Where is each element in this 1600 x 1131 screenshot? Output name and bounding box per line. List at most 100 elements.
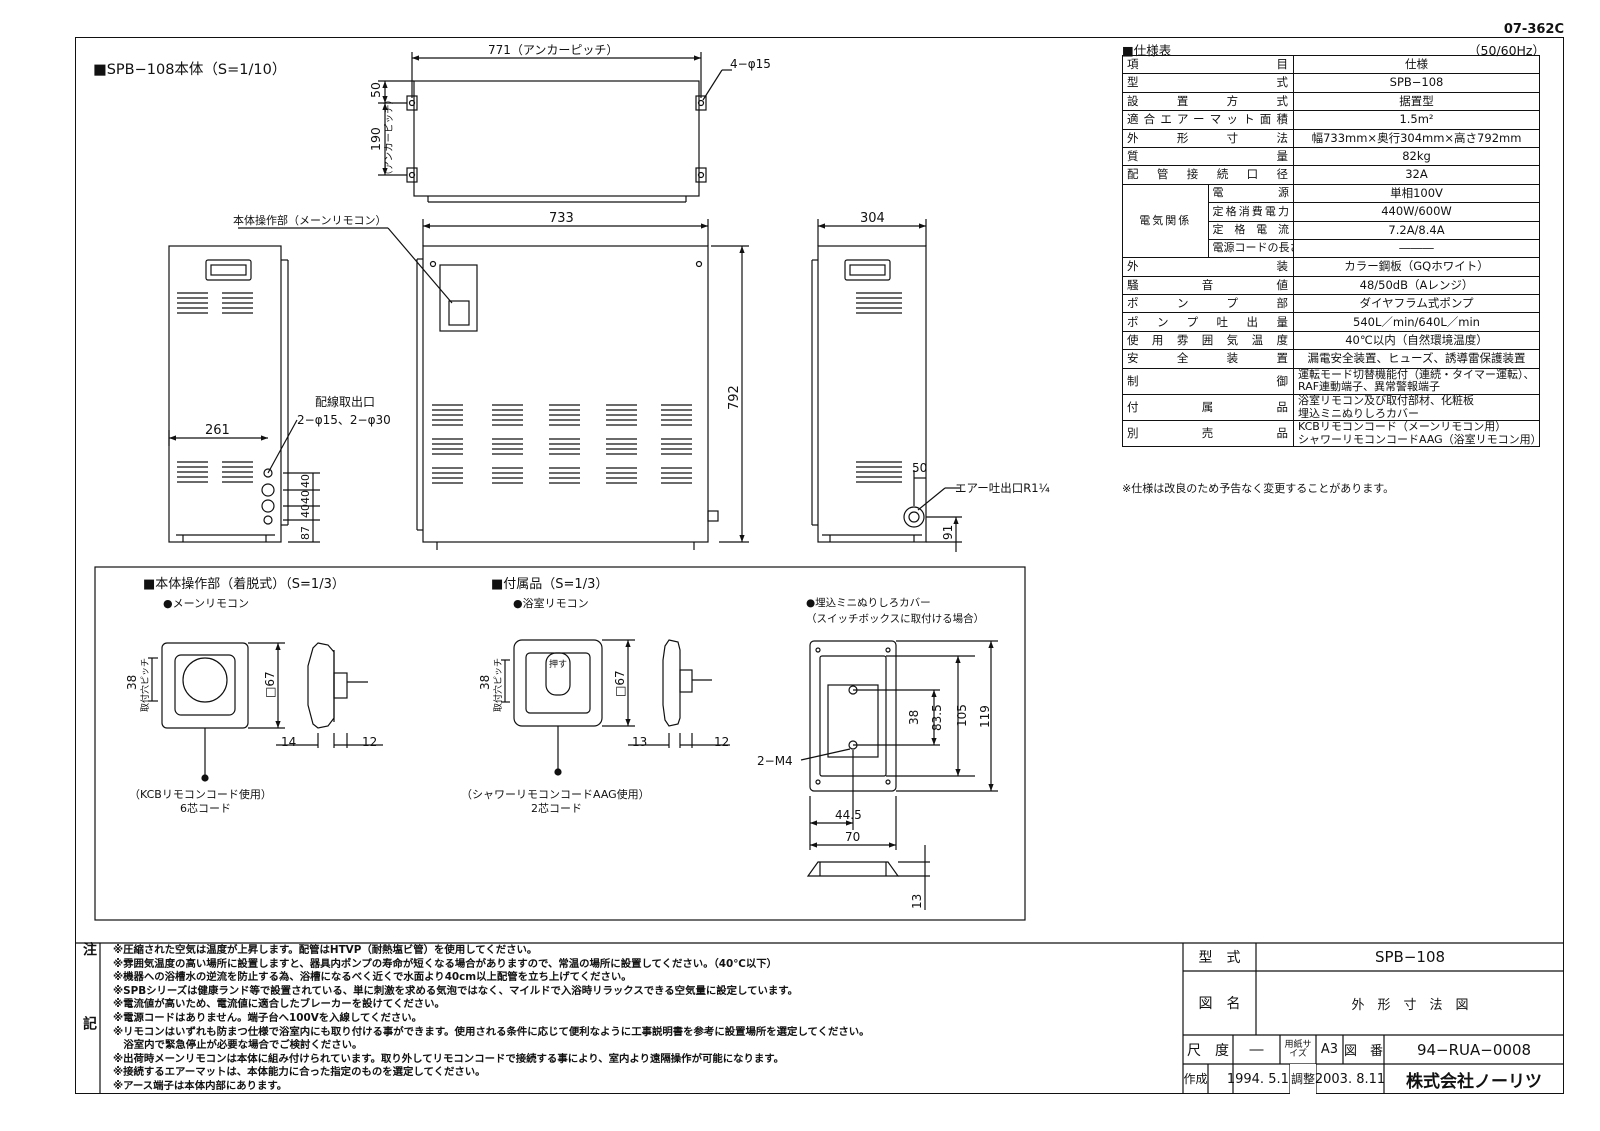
spec-row-electrical: 電気関係電源単相100V — [1122, 183, 1540, 259]
note-line: 浴室内で緊急停止が必要な場合でご検討ください。 — [113, 1039, 363, 1052]
spec-key: 騒音値 — [1122, 275, 1294, 296]
spec-value: 440W/600W — [1293, 202, 1540, 222]
dim-width: 733 — [549, 211, 574, 226]
spec-key: 別売品 — [1122, 420, 1294, 448]
spec-value-line: KCBリモコンコード（メーンリモコン用） — [1298, 420, 1507, 434]
detail1-title: ■本体操作部（着脱式）（S=1/3） — [143, 576, 345, 592]
detail2-sub: ●浴室リモコン — [513, 596, 589, 610]
main-view-title: ■SPB−108本体（S=1/10） — [93, 61, 286, 78]
detail2-dim-38: 38 — [478, 675, 492, 690]
top-view-body — [413, 80, 700, 197]
spec-value: 幅733mm×奥行304mm×高さ792mm — [1293, 128, 1540, 148]
detail1-pitch: 取付穴ピッチ — [139, 658, 151, 712]
spec-key: 外形寸法 — [1122, 128, 1294, 148]
detail2-push: 押す — [549, 658, 567, 670]
spec-key: 質量 — [1122, 146, 1294, 167]
detail3-dim-835: 83.5 — [930, 704, 944, 731]
detail1-dim-14: 14 — [281, 735, 296, 749]
note-line: ※リモコンはいずれも防まつ仕様で浴室内にも取り付ける事ができます。使用される条件… — [113, 1025, 870, 1038]
front-view-body — [422, 245, 709, 543]
made-date: 1994. 5.15 — [1226, 1071, 1298, 1087]
spec-value: KCBリモコンコード（メーンリモコン用）シャワーリモコンコードAAG（浴室リモコ… — [1293, 420, 1540, 448]
spec-key: 設置方式 — [1122, 91, 1294, 112]
detail2-dim-12: 12 — [714, 735, 729, 749]
dim-anchor-190: 190 — [368, 127, 383, 151]
detail1-sq67: □67 — [263, 671, 277, 698]
detail3-title1: ●埋込ミニぬりしろカバー — [806, 597, 931, 609]
right-side-view — [817, 245, 927, 543]
note-line: ※機器への浴槽水の逆流を防止する為、浴槽になるべく近くで水面より40cm以上配管… — [113, 971, 632, 984]
model-value: SPB−108 — [1374, 948, 1446, 966]
dim-40a: 40 — [299, 474, 312, 488]
front-vents — [432, 404, 692, 484]
spec-value: 7.2A/8.4A — [1293, 220, 1540, 240]
spec-value: 1.5m² — [1293, 110, 1540, 130]
spec-value: 据置型 — [1293, 91, 1540, 112]
dim-hole: 4−φ15 — [730, 57, 771, 71]
company-name: 株式会社ノーリツ — [1406, 1071, 1542, 1092]
air-outlet — [903, 506, 925, 528]
detail1-cord1: （KCBリモコンコード使用） — [129, 788, 272, 801]
spec-key: 制御 — [1122, 367, 1294, 395]
dim-height: 792 — [727, 385, 742, 410]
model-label: 型 式 — [1198, 950, 1241, 966]
notes-label: 注記 — [81, 942, 98, 1090]
spec-value: ――― — [1293, 238, 1540, 259]
dim-top-50: 50 — [368, 82, 383, 98]
paper-value: A3 — [1320, 1042, 1339, 1057]
dim-depth: 304 — [860, 211, 885, 226]
spec-row: 安全装置漏電安全装置、ヒューズ、誘導雷保護装置 — [1122, 349, 1540, 369]
spec-row: ポンプ部ダイヤフラム式ポンプ — [1122, 294, 1540, 314]
note-line: ※接続するエアーマットは、本体能力に合った指定のものを選定してください。 — [113, 1066, 486, 1079]
spec-key: 定格消費電力 — [1207, 202, 1294, 222]
spec-value-line: 浴室リモコン及び取付部材、化粧板 — [1298, 394, 1474, 407]
scale-value: ― — [1249, 1041, 1264, 1058]
spec-row: 外形寸法幅733mm×奥行304mm×高さ792mm — [1122, 128, 1540, 148]
detail2-dim-13: 13 — [632, 735, 647, 749]
spec-value: 運転モード切替機能付（連続・タイマー運転）、RAF連動端子、異常警報端子 — [1293, 367, 1540, 395]
detail1-cord2: 6芯コード — [180, 801, 231, 815]
dim-40c: 40 — [299, 504, 312, 518]
spec-value: 浴室リモコン及び取付部材、化粧板埋込ミニぬりしろカバー — [1293, 393, 1540, 422]
spec-key: 型式 — [1122, 73, 1294, 93]
revised-date: 2003. 8.11 — [1314, 1071, 1386, 1087]
spec-title: ■仕様表 — [1122, 43, 1172, 58]
spec-value-line: 運転モード切替機能付（連続・タイマー運転）、 — [1298, 368, 1535, 381]
scale-label: 尺 度 — [1187, 1042, 1229, 1059]
detail3-m4: 2−M4 — [757, 754, 793, 768]
spec-value: SPB−108 — [1293, 73, 1540, 93]
detail3-dim-119: 119 — [978, 705, 992, 728]
spec-row: 付属品浴室リモコン及び取付部材、化粧板埋込ミニぬりしろカバー — [1122, 393, 1540, 422]
detail2-cord1: （シャワーリモコンコードAAG使用） — [461, 788, 650, 801]
detail3-dim-445: 44.5 — [835, 808, 862, 822]
spec-key: 項目 — [1122, 54, 1294, 75]
spec-key: ポンプ吐出量 — [1122, 312, 1294, 332]
note-line: ※出荷時メーンリモコンは本体に組み付けられています。取り外してリモコンコードで接… — [113, 1052, 785, 1065]
spec-value: 32A — [1293, 165, 1540, 185]
main-remote-recess — [439, 264, 478, 332]
spec-group-electrical: 電気関係 — [1122, 183, 1209, 259]
left-side-view — [168, 245, 282, 543]
dim-air-50: 50 — [912, 461, 927, 475]
detail2-sq67: □67 — [613, 670, 627, 697]
air-outlet-label: エアー吐出口R1¼ — [955, 481, 1050, 495]
spec-value-line: シャワーリモコンコードAAG（浴室リモコン用） — [1298, 432, 1540, 446]
made-label: 作成 — [1183, 1072, 1208, 1086]
spec-value: 540L／min/640L／min — [1293, 312, 1540, 332]
wiring-holes: 2−φ15、2−φ30 — [297, 413, 391, 427]
document-number: 07-362C — [1503, 22, 1564, 37]
spec-key: 配管接続口径 — [1122, 165, 1294, 185]
detail2-cord2: 2芯コード — [531, 801, 582, 815]
note-line: ※電流値が高いため、電流値に適合したブレーカーを設けてください。 — [113, 998, 445, 1011]
spec-key: ポンプ部 — [1122, 294, 1294, 314]
spec-value: 82kg — [1293, 146, 1540, 167]
note-line: ※SPBシリーズは健康ランド等で設置されている、単に刺激を求める気泡ではなく、マ… — [113, 984, 799, 997]
